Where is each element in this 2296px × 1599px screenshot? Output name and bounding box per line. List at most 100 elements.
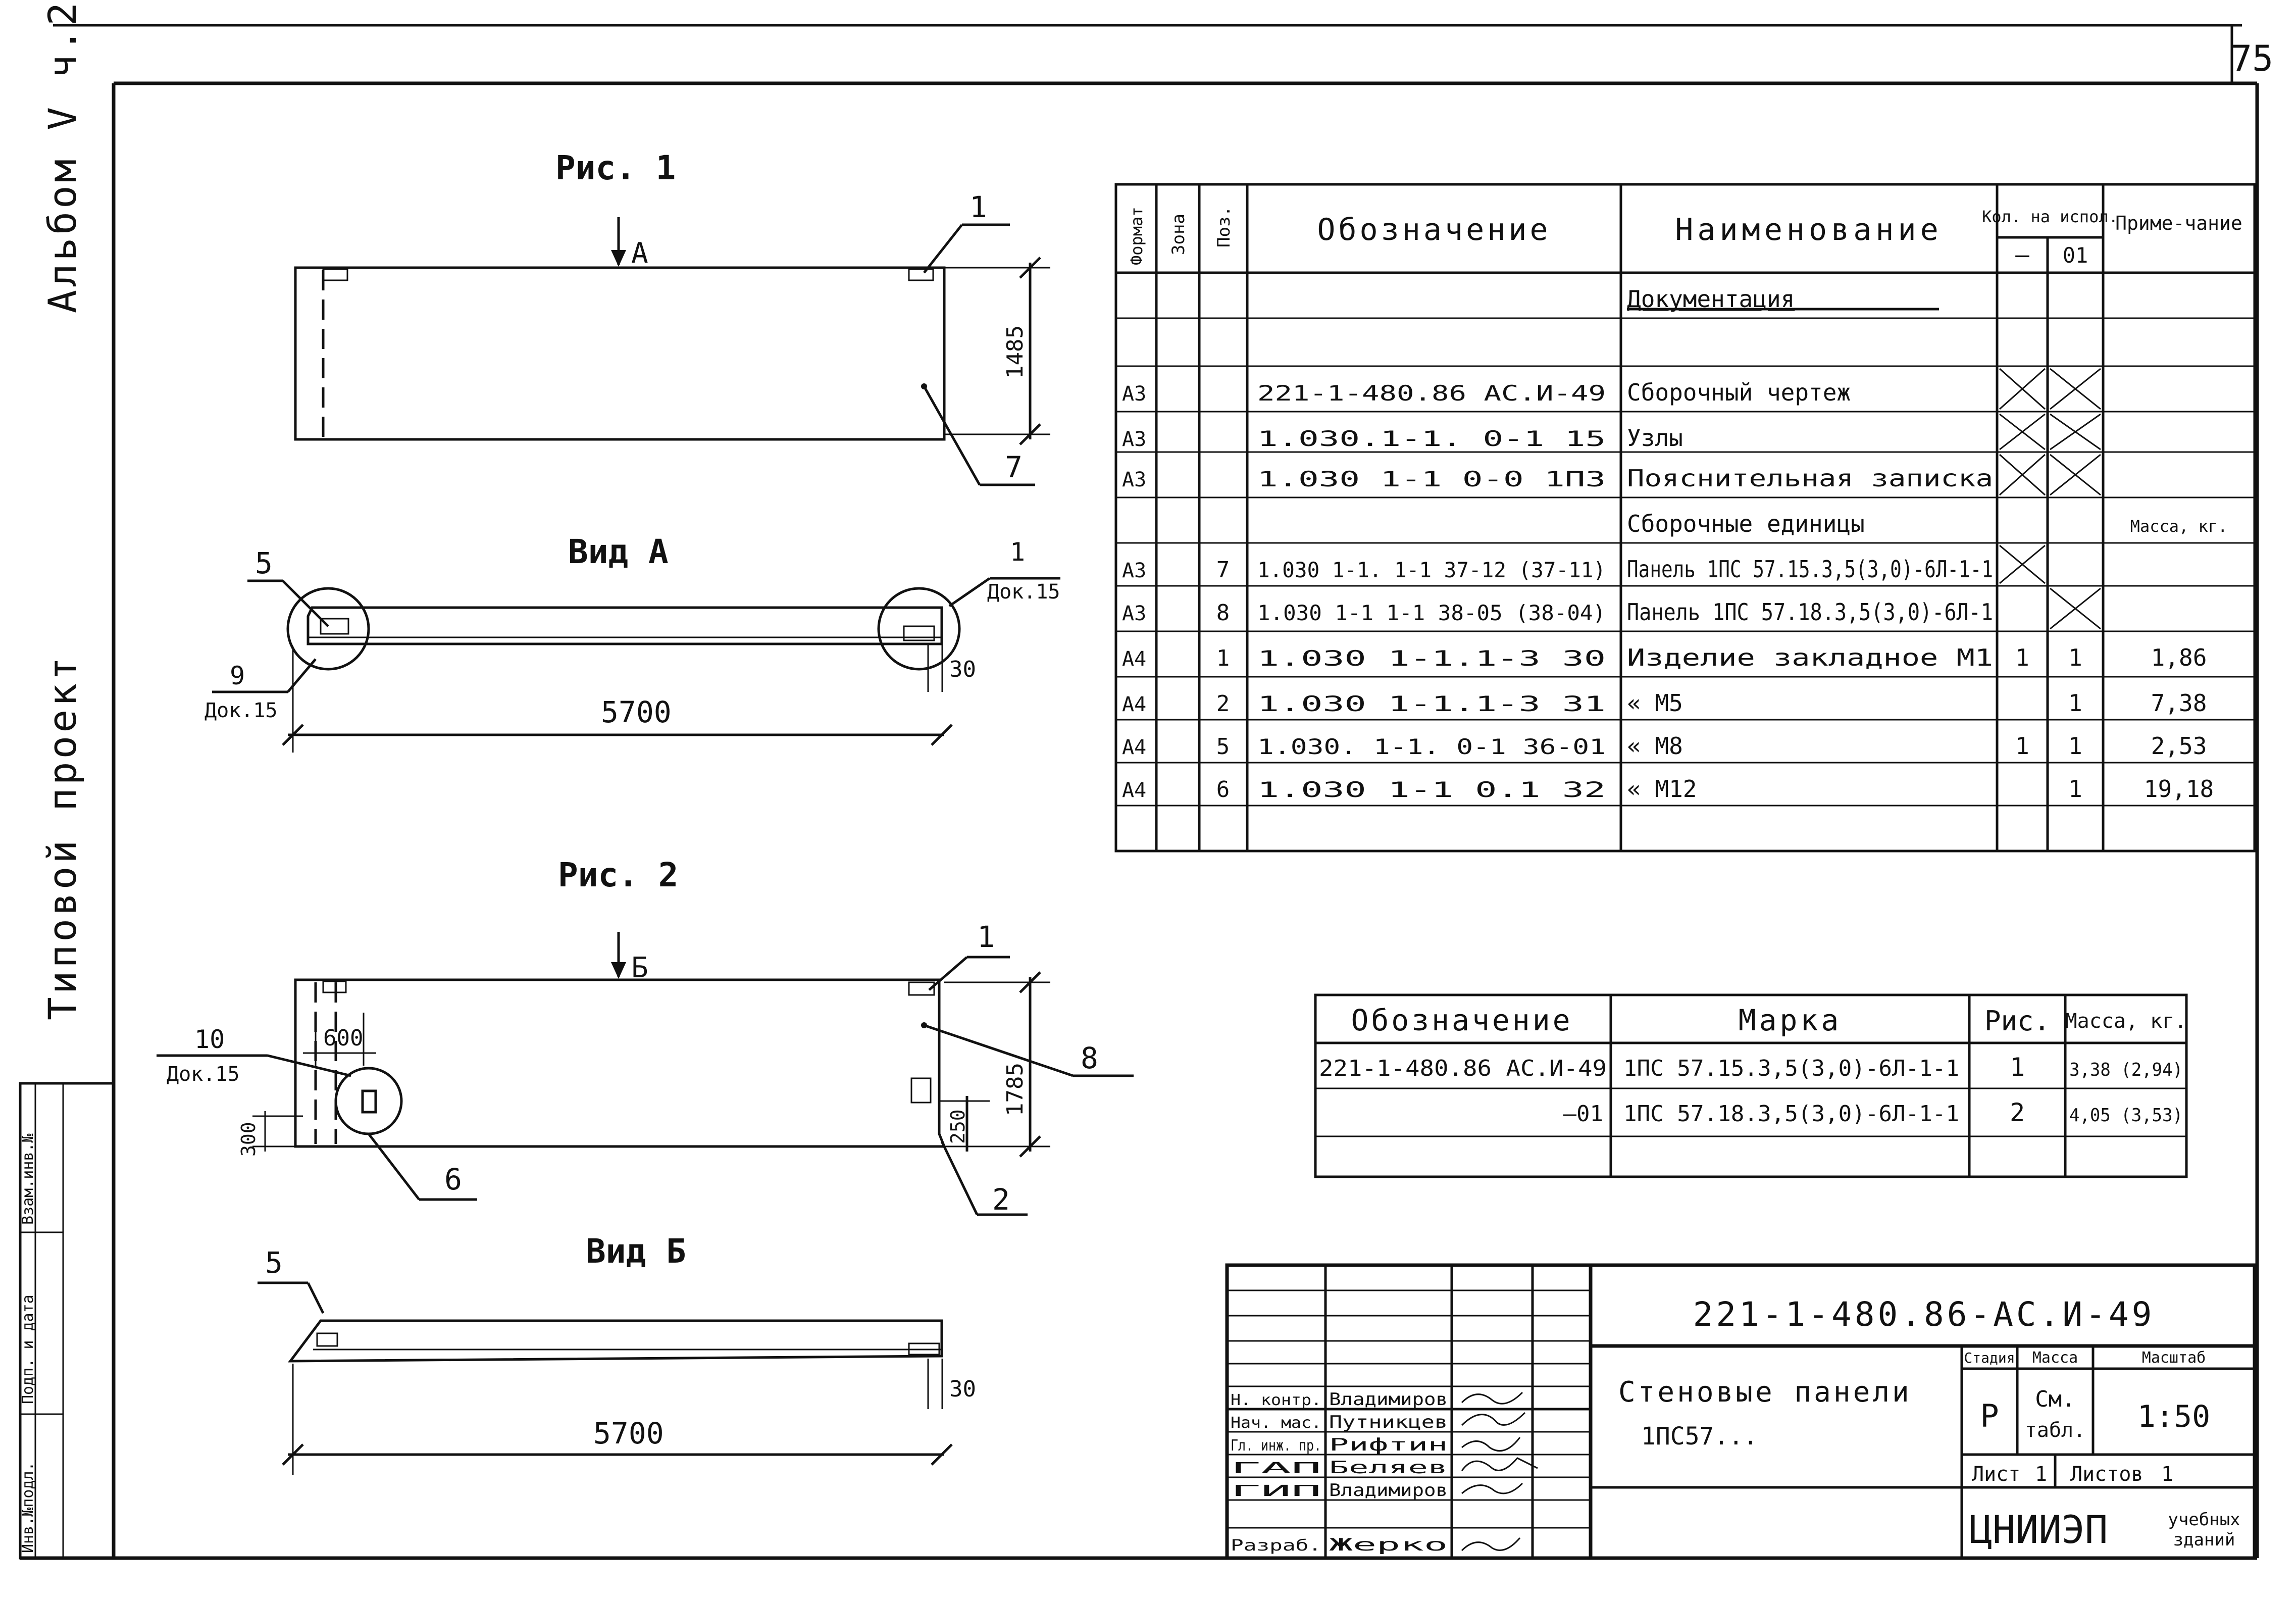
side-stamp-date: Подп. и дата (19, 1294, 37, 1404)
person-role: ГАП (1231, 1460, 1321, 1477)
fig1-view-callout-1: 1 (1010, 537, 1025, 567)
spec-header-designation: Обозначение (1317, 212, 1551, 247)
title-sheet-no: 1 (2035, 1463, 2047, 1486)
fig1-title: Рис. 1 (555, 148, 676, 187)
fig1-arrow-label: А (631, 237, 648, 270)
spec-cell-designation: 221-1-480.86 АС.И-49 (1257, 381, 1606, 406)
mark-table: Обозначение Марка Рис. Масса, кг. 221-1-… (1314, 993, 2188, 1178)
person-role: Гл. инж. пр. (1231, 1437, 1321, 1455)
person-name: Беляев (1329, 1458, 1448, 1478)
spec-cell-designation: 1.030 1-1.1-3 31 (1257, 691, 1606, 716)
person-role: Н. контр. (1231, 1391, 1321, 1409)
fig1-view-callout-9: 9 (230, 661, 245, 690)
spec-cell-note: 19,18 (2144, 775, 2214, 803)
fig2-view-b: 5 30 5700 (258, 1245, 976, 1475)
spec-table: Формат Зона Поз. Обозначение Наименовани… (1114, 183, 2256, 853)
spec-cell-name: Сборочный чертеж (1627, 379, 1851, 406)
spec-cell-qty-b: 1 (2068, 732, 2082, 760)
fig1-view-callout-9-doc: Док.15 (205, 699, 278, 722)
spec-cell-name: Пояснительная записка (1627, 465, 1993, 492)
title-name-line1: Стеновые панели (1618, 1376, 1912, 1409)
spec-cell-format: А4 (1122, 647, 1146, 671)
title-mass-line2: табл. (2025, 1419, 2085, 1442)
spec-cell-pos: 7 (1216, 557, 1230, 583)
spec-cell-qty-a: 1 (2015, 644, 2029, 671)
title-name-line2: 1ПС57... (1641, 1422, 1758, 1451)
spec-cell-note: 2,53 (2151, 732, 2207, 760)
side-stamp-inv: Инв.№подл. (19, 1462, 37, 1553)
mark-cell-fig: 1 (2010, 1053, 2025, 1082)
person-role: Нач. мас. (1231, 1414, 1321, 1432)
mark-header-fig: Рис. (1984, 1005, 2050, 1037)
spec-cell-format: А3 (1122, 559, 1146, 582)
spec-cell-pos: 6 (1216, 777, 1230, 803)
title-stage-label: Стадия (1964, 1350, 2015, 1366)
mark-header-mark: Марка (1739, 1003, 1842, 1037)
sheet-frame (20, 24, 2259, 1560)
spec-cross-marks (1999, 368, 2101, 630)
fig1-panel: А 1485 1 7 (294, 190, 1050, 486)
title-scale-label: Масштаб (2142, 1349, 2206, 1367)
mark-header-mass: Масса, кг. (2065, 1010, 2187, 1033)
title-stage: Р (1980, 1397, 1999, 1434)
spec-cell-pos: 2 (1216, 691, 1230, 717)
side-project-label: Типовой проект (40, 654, 85, 1020)
fig2-dim-600: 600 (323, 1025, 363, 1051)
fig1-view-title: Вид А (568, 532, 669, 571)
signatures (1461, 1391, 1538, 1552)
spec-header-qty-b: 01 (2063, 243, 2088, 268)
title-sheets-no: 1 (2161, 1463, 2173, 1486)
spec-cell-name: Панель 1ПС 57.15.3,5(3,0)-6Л-1-1 (1627, 556, 1993, 583)
title-org-sub1: учебных (2168, 1510, 2240, 1530)
spec-cell-designation: 1.030. 1-1. 0-1 36-01 (1257, 734, 1606, 759)
fig2-callout-8: 8 (1081, 1041, 1098, 1075)
fig2-callout-2: 2 (992, 1182, 1010, 1217)
spec-cell-pos: 8 (1216, 600, 1230, 626)
fig1-view-callout-1-doc: Док.15 (987, 580, 1060, 604)
mark-cell-designation: –01 (1563, 1101, 1603, 1127)
spec-header-format: Формат (1127, 207, 1146, 265)
mark-cell-mass: 3,38 (2,94) (2069, 1060, 2183, 1080)
spec-cell-name: « М5 (1627, 689, 1683, 717)
title-sheet-label: Лист (1972, 1463, 2020, 1486)
spec-cell-note: 7,38 (2151, 689, 2207, 717)
fig2-callout-10-doc: Док.15 (167, 1063, 240, 1086)
spec-header-qty: Кол. на испол. (1982, 207, 2118, 226)
person-name: Владимиров (1329, 1480, 1448, 1501)
spec-cell-format: А3 (1122, 468, 1146, 491)
mark-cell-mass: 4,05 (3,53) (2069, 1105, 2183, 1126)
spec-cell-pos: 1 (1216, 645, 1230, 671)
spec-cell-format: А3 (1122, 602, 1146, 625)
fig2-panel: Б 1 8 10 Док.15 600 300 6 250 1785 (157, 920, 1134, 1217)
spec-cell-name: « М8 (1627, 732, 1683, 760)
spec-header-pos: Поз. (1214, 206, 1234, 247)
fig1-view-dim-30: 30 (949, 657, 976, 682)
spec-cell-qty-b: 1 (2068, 644, 2082, 671)
title-mass-label: Масса (2032, 1349, 2078, 1367)
spec-cell-name: Сборочные единицы (1627, 510, 1865, 537)
spec-header-qty-a: – (2015, 241, 2029, 268)
title-block: 221-1-480.86-АС.И-49 Стеновые панели 1ПС… (1225, 1263, 2257, 1560)
fig2-dim-height: 1785 (1002, 1063, 1028, 1116)
spec-cell-designation: 1.030 1-1 0-0 1П3 (1257, 467, 1606, 491)
spec-cell-qty-a: 1 (2015, 732, 2029, 760)
fig1-view-a: 5 1 Док.15 9 Док.15 30 5700 (205, 537, 1060, 753)
spec-cell-qty-b: 1 (2068, 775, 2082, 803)
person-role: ГИП (1231, 1482, 1321, 1500)
fig2-dim-300: 300 (237, 1122, 260, 1157)
fig2-dim-250: 250 (947, 1109, 969, 1144)
fig2-view-dim-30: 30 (949, 1376, 976, 1402)
fig2-view-title: Вид Б (586, 1232, 686, 1271)
spec-header-zone: Зона (1168, 214, 1189, 255)
spec-cell-format: А4 (1122, 693, 1146, 716)
spec-cell-name: Панель 1ПС 57.18.3,5(3,0)-6Л-1 (1627, 598, 1993, 626)
spec-cell-format: А3 (1122, 382, 1146, 406)
mark-cell-mark: 1ПС 57.18.3,5(3,0)-6Л-1-1 (1623, 1101, 1959, 1127)
spec-cell-designation: 1.030.1-1. 0-1 15 (1257, 426, 1606, 451)
spec-cell-format: А4 (1122, 736, 1146, 759)
fig1-dim-height: 1485 (1002, 325, 1028, 379)
spec-cell-name: Узлы (1627, 424, 1683, 452)
person-name: Рифтин (1329, 1435, 1448, 1455)
